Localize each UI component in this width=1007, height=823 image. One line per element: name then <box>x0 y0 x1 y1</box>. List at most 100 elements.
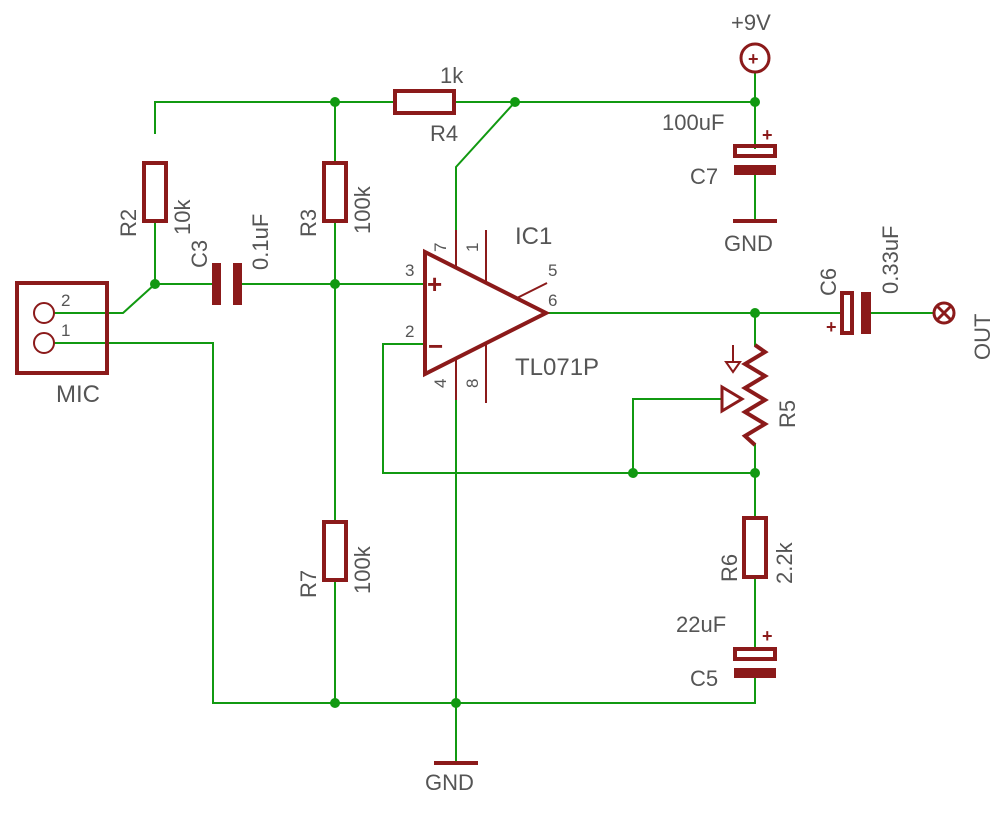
opamp-ic1: + − 3 2 6 5 7 1 4 8 IC1 TL071P <box>405 223 599 403</box>
junction-dot <box>330 698 340 708</box>
r6-value: 2.2k <box>772 541 797 584</box>
r6-body <box>742 516 768 579</box>
r3-value: 100k <box>350 185 375 234</box>
supply-plus-icon: + <box>748 49 759 69</box>
opamp-plus-sign: + <box>427 269 442 299</box>
c5-value: 22uF <box>676 612 726 637</box>
resistor-r7: R7 100k <box>296 520 375 598</box>
r6-name: R6 <box>717 554 742 582</box>
c6-plate-left <box>840 291 854 335</box>
wire-pin7-supply <box>455 100 517 261</box>
opamp-pin8: 8 <box>463 379 482 388</box>
output-terminal: OUT <box>932 301 995 360</box>
wires <box>54 71 934 763</box>
wire-r5-wiper <box>632 398 721 474</box>
resistor-r6: R6 2.2k <box>717 516 797 584</box>
c6-name: C6 <box>816 268 841 296</box>
supply-circle <box>739 42 771 74</box>
opamp-minus-sign: − <box>428 331 443 361</box>
wire-pin2-feedback <box>382 343 756 474</box>
junction-dot <box>330 279 340 289</box>
mic-pin2-pad <box>33 302 55 324</box>
junction-dot <box>150 279 160 289</box>
output-terminal-icon <box>932 301 956 325</box>
c6-plate-right <box>861 292 871 334</box>
r3-name: R3 <box>296 209 321 237</box>
junction-dot <box>628 468 638 478</box>
r5-adjust-arrow-icon <box>724 361 742 374</box>
c7-plate-top <box>733 144 777 158</box>
supply-9v: + +9V <box>731 10 771 74</box>
ground-top: GND <box>724 219 777 256</box>
opamp-name: IC1 <box>515 223 552 250</box>
opamp-pin3: 3 <box>405 261 414 280</box>
c5-plate-top <box>733 647 777 661</box>
potentiometer-r5: R5 <box>720 343 800 447</box>
capacitor-c3: C3 0.1uF <box>187 214 273 305</box>
capacitor-c6: + C6 0.33uF <box>816 226 903 338</box>
resistor-r4: 1k R4 <box>393 63 464 146</box>
capacitor-c5: + 22uF C5 <box>676 612 777 691</box>
r4-name: R4 <box>430 121 458 146</box>
capacitor-c7: + 100uF C7 <box>662 110 777 189</box>
opamp-pin-stub <box>516 282 548 299</box>
r7-body <box>322 520 348 582</box>
junctions <box>150 97 760 708</box>
ground-bottom: GND <box>425 761 478 795</box>
junction-dot <box>451 698 461 708</box>
c6-plus: + <box>826 317 837 337</box>
ground-top-label: GND <box>724 231 773 256</box>
mic-pin2-label: 2 <box>61 291 70 310</box>
output-cross <box>935 304 953 322</box>
c7-plus: + <box>762 125 773 145</box>
wire-top-rail-left <box>154 101 394 134</box>
wire-mic-pin2 <box>54 282 157 314</box>
r7-value: 100k <box>350 545 375 594</box>
r5-zigzag <box>741 343 769 447</box>
mic-pin1-pad <box>33 332 55 354</box>
opamp-pin2: 2 <box>405 322 414 341</box>
opamp-pin4: 4 <box>431 379 450 388</box>
c5-name: C5 <box>690 666 718 691</box>
c7-value: 100uF <box>662 110 724 135</box>
opamp-pin5: 5 <box>548 261 557 280</box>
resistor-r3: R3 100k <box>296 161 375 237</box>
c7-plate-bottom <box>734 165 776 175</box>
r5-wiper-arrow <box>720 384 745 414</box>
c5-plate-bottom <box>734 668 776 678</box>
r7-name: R7 <box>296 570 321 598</box>
r5-name: R5 <box>775 400 800 428</box>
opamp-pin1: 1 <box>463 243 482 252</box>
mic-label: MIC <box>56 381 100 408</box>
mic-body <box>15 281 109 375</box>
resistor-r2: R2 10k <box>116 161 195 237</box>
junction-dot <box>750 468 760 478</box>
wire-mic-pin1 <box>54 342 756 704</box>
c7-name: C7 <box>690 164 718 189</box>
opamp-part: TL071P <box>515 354 599 381</box>
c3-value: 0.1uF <box>248 214 273 270</box>
c3-name: C3 <box>187 240 212 268</box>
r2-name: R2 <box>116 209 141 237</box>
r4-value: 1k <box>440 63 464 88</box>
c6-value: 0.33uF <box>878 226 903 295</box>
r2-body <box>142 161 168 223</box>
mic-connector: 2 1 MIC <box>15 281 109 408</box>
junction-dot <box>510 97 520 107</box>
ground-bottom-label: GND <box>425 770 474 795</box>
opamp-pin7: 7 <box>431 243 450 252</box>
r3-body <box>322 161 348 223</box>
opamp-pin6: 6 <box>548 291 557 310</box>
r2-value: 10k <box>170 199 195 235</box>
c5-plus: + <box>762 626 773 646</box>
r4-body <box>393 89 456 115</box>
junction-dot <box>750 308 760 318</box>
supply-label: +9V <box>731 10 771 35</box>
junction-dot <box>330 97 340 107</box>
junction-dot <box>750 97 760 107</box>
c3-plate-left <box>212 263 221 305</box>
output-label: OUT <box>970 314 995 360</box>
c3-plate-right <box>233 263 242 305</box>
mic-pin1-label: 1 <box>61 321 70 340</box>
